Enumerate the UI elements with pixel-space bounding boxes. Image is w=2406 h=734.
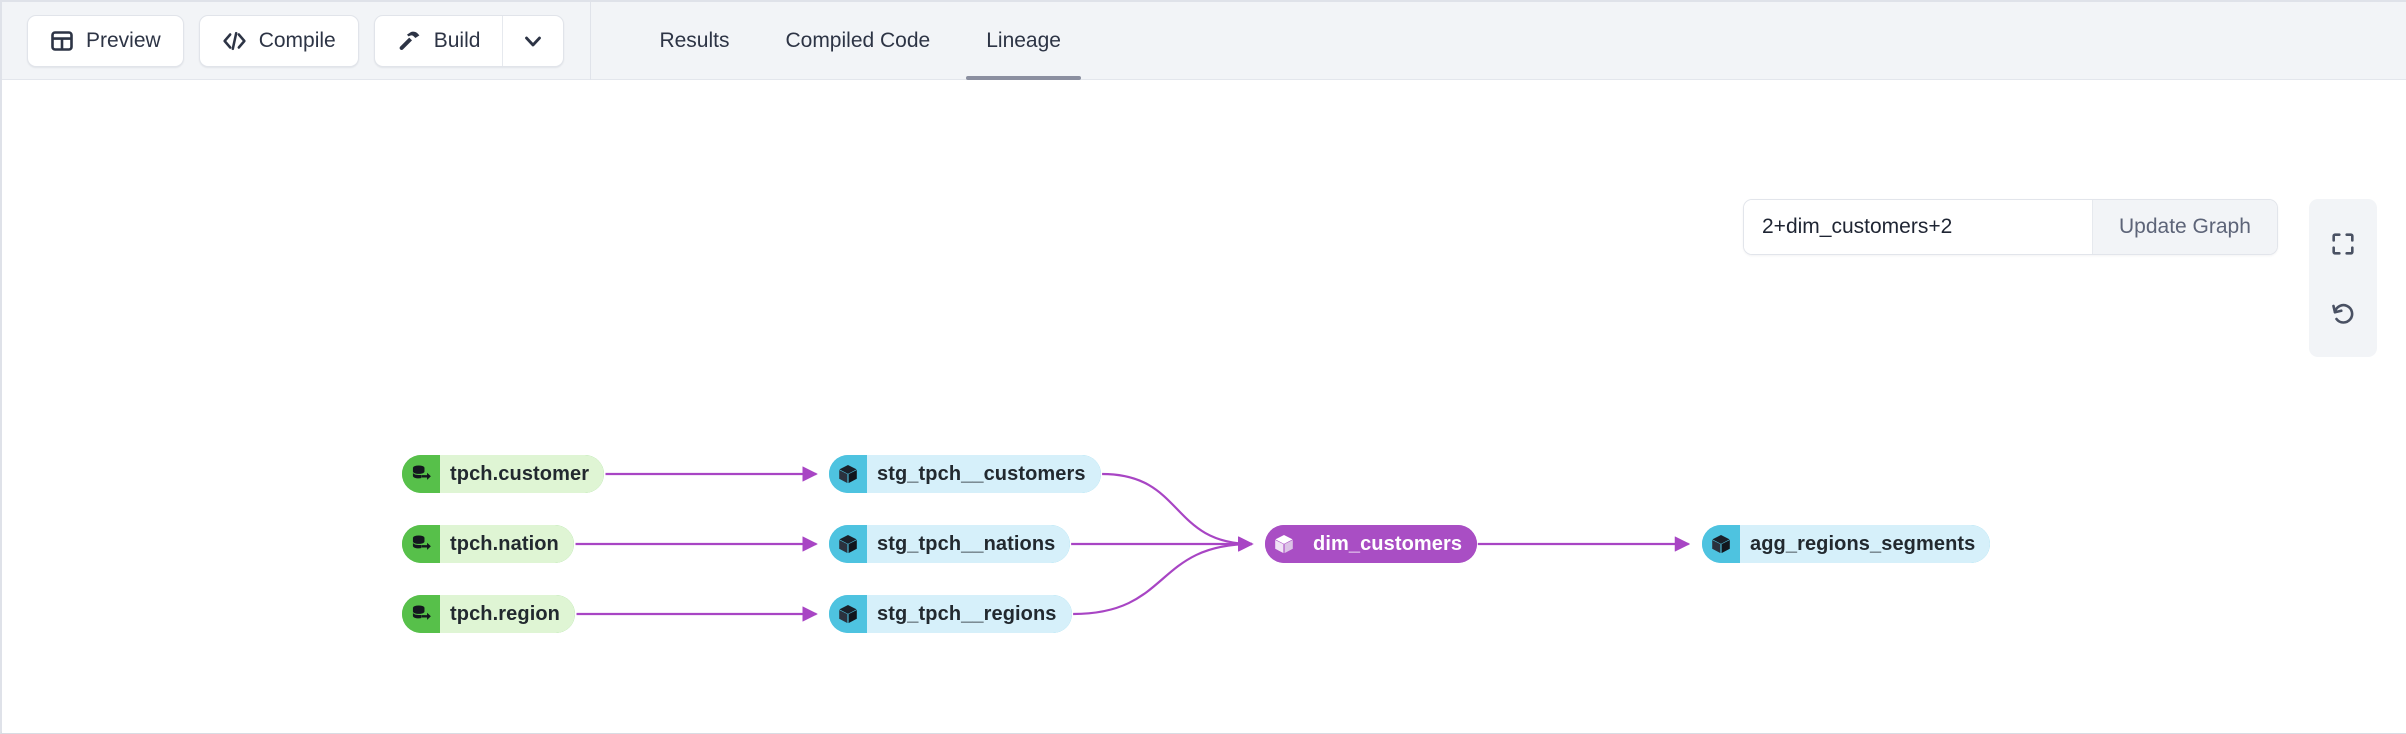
lineage-node-stg_tpch_regions[interactable]: stg_tpch__regions [829, 595, 1072, 633]
lineage-edge [1102, 472, 1254, 552]
lineage-node-dim_customers[interactable]: dim_customers [1265, 525, 1478, 563]
reset-view-button[interactable] [2309, 279, 2377, 349]
tab-compiled-code[interactable]: Compiled Code [757, 2, 958, 80]
lineage-node-label: stg_tpch__regions [867, 595, 1072, 633]
database-arrow-icon [402, 595, 440, 633]
update-graph-button[interactable]: Update Graph [2092, 200, 2277, 254]
tab-compiled-code-label: Compiled Code [785, 28, 931, 52]
tab-results[interactable]: Results [631, 2, 757, 80]
build-button-label: Build [433, 28, 481, 52]
lineage-node-label: stg_tpch__customers [867, 455, 1101, 493]
cube-icon [829, 525, 867, 563]
database-arrow-icon [402, 525, 440, 563]
lineage-node-label: agg_regions_segments [1740, 525, 1991, 563]
chevron-down-icon [521, 29, 545, 53]
fullscreen-button[interactable] [2309, 209, 2377, 279]
lineage-edges [575, 466, 1691, 622]
compile-button[interactable]: Compile [198, 14, 359, 67]
preview-button[interactable]: Preview [27, 14, 184, 67]
action-button-group: Preview Compile [27, 14, 565, 67]
lineage-node-tpch_nation[interactable]: tpch.nation [402, 525, 574, 563]
lineage-edge [1073, 536, 1254, 616]
hammer-icon [397, 29, 422, 53]
graph-selector-input[interactable] [1744, 200, 2092, 254]
toolbar-header: Preview Compile [2, 1, 2406, 80]
fullscreen-icon [2330, 231, 2356, 257]
lineage-canvas[interactable]: tpch.customer tpch.nation tpch.region stg_t… [2, 80, 2406, 733]
lineage-node-tpch_region[interactable]: tpch.region [402, 595, 575, 633]
lineage-node-label: stg_tpch__nations [867, 525, 1071, 563]
reset-rotate-left-icon [2330, 301, 2356, 327]
code-brackets-icon [222, 30, 247, 52]
lineage-node-label: tpch.region [440, 595, 575, 633]
build-button[interactable]: Build [375, 16, 503, 66]
cube-icon [829, 455, 867, 493]
cube-icon [1265, 525, 1303, 563]
lineage-node-label: tpch.nation [440, 525, 574, 563]
graph-selector-control: Update Graph [1743, 199, 2278, 255]
preview-button-label: Preview [86, 28, 161, 52]
database-arrow-icon [402, 455, 440, 493]
lineage-node-stg_tpch_customers[interactable]: stg_tpch__customers [829, 455, 1101, 493]
tab-lineage-label: Lineage [986, 28, 1061, 52]
table-grid-icon [50, 29, 74, 53]
lineage-node-label: tpch.customer [440, 455, 605, 493]
build-dropdown-button[interactable] [502, 15, 563, 66]
canvas-tool-panel [2309, 199, 2377, 357]
tab-bar: Results Compiled Code Lineage [631, 2, 1089, 80]
tab-lineage[interactable]: Lineage [958, 2, 1089, 80]
lineage-node-agg_regions_segments[interactable]: agg_regions_segments [1702, 525, 1991, 563]
cube-icon [829, 595, 867, 633]
compile-button-label: Compile [258, 28, 336, 52]
lineage-node-label: dim_customers [1303, 525, 1478, 563]
graph-layer: tpch.customer tpch.nation tpch.region stg_t… [2, 80, 2406, 733]
lineage-node-tpch_customer[interactable]: tpch.customer [402, 455, 605, 493]
tab-results-label: Results [659, 28, 730, 52]
toolbar-divider [590, 1, 592, 80]
build-split-button: Build [373, 14, 565, 67]
lineage-node-stg_tpch_nations[interactable]: stg_tpch__nations [829, 525, 1071, 563]
cube-icon [1702, 525, 1740, 563]
